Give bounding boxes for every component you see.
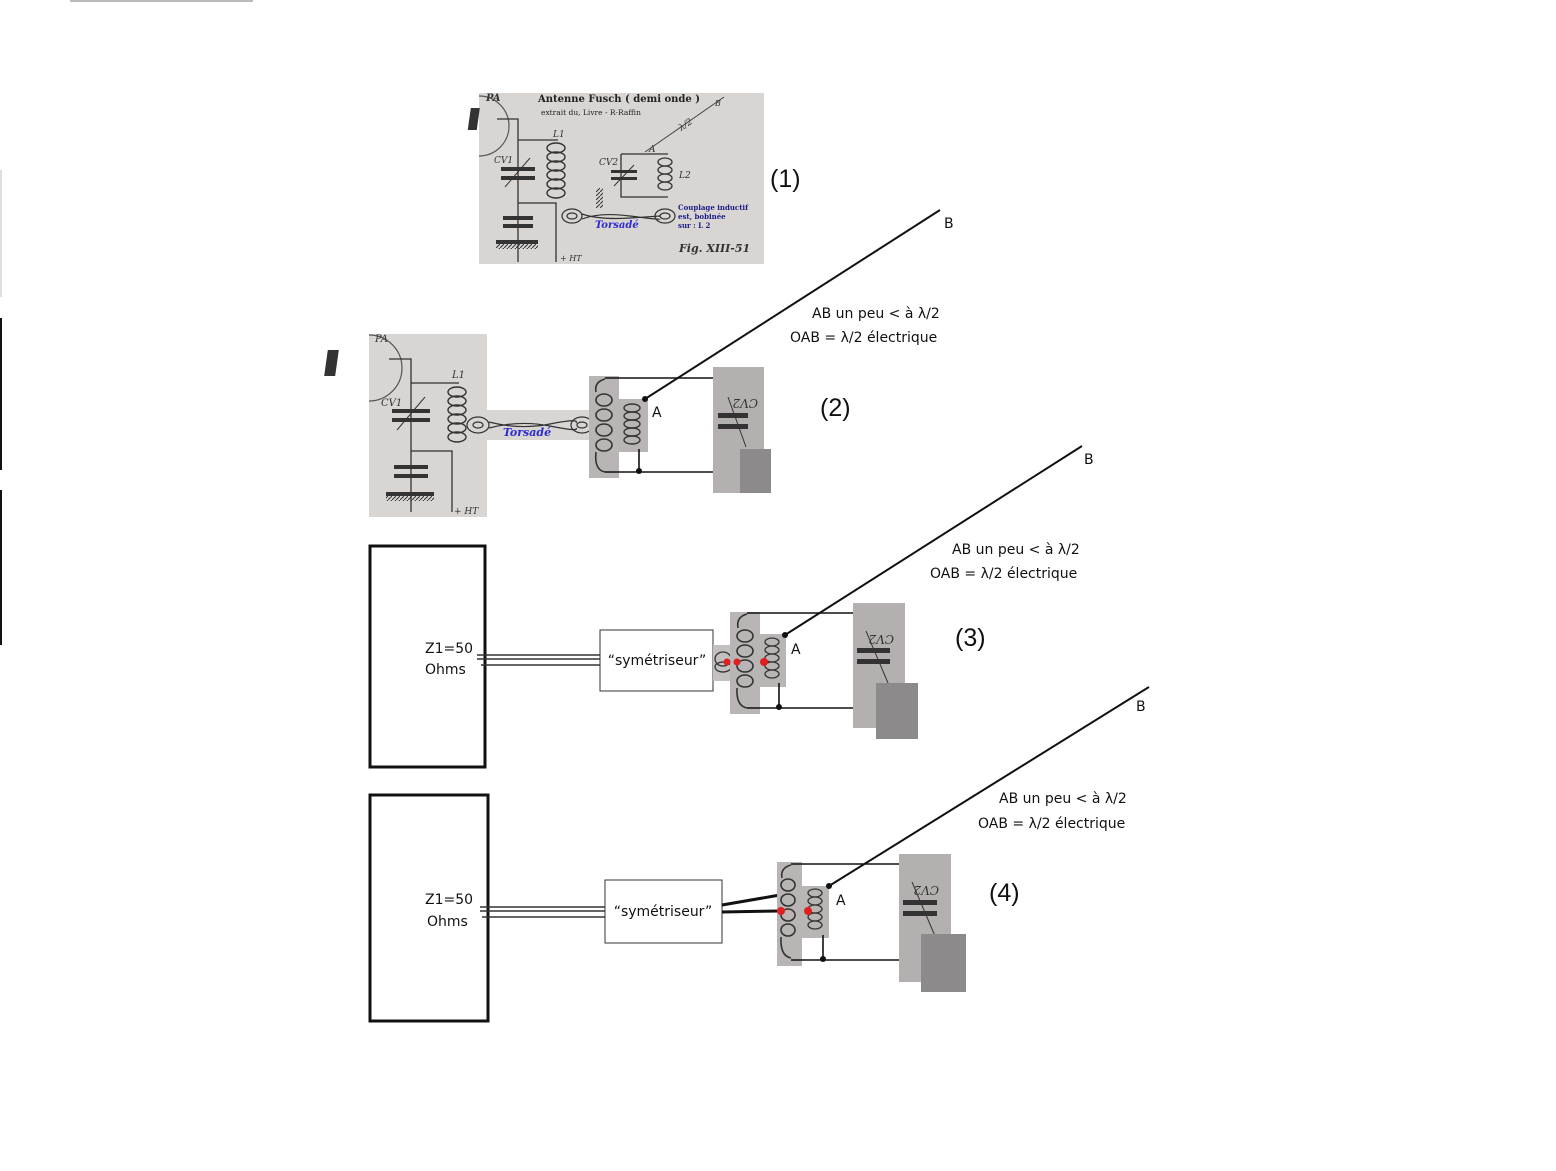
fig4-source-line2: Ohms	[427, 914, 468, 930]
fig3-source-line1: Z1=50	[425, 641, 473, 657]
fig1-coupling-note-2: est, bobinée	[678, 212, 726, 221]
fig4-note-line2: OAB = λ/2 électrique	[978, 816, 1125, 832]
fig3-cv2-label: CV2	[869, 632, 894, 646]
fig3-balun-label: “symétriseur”	[608, 653, 707, 669]
fig1-l1-label: L1	[552, 130, 565, 140]
fig4-source-line1: Z1=50	[425, 892, 473, 908]
fig3-source-box	[368, 544, 487, 769]
fig1-coupling-note-3: sur : L 2	[678, 221, 711, 230]
fig4-number-label: (4)	[989, 879, 1020, 907]
fig4-cv2-label: CV2	[914, 883, 939, 897]
fig1-ht-label: + HT	[560, 254, 582, 263]
figure-1-book-excerpt: PA CV1 L1 + HT Torsadé	[467, 93, 764, 264]
fig1-l2-label: L2	[678, 171, 691, 181]
fig2-note-line2: OAB = λ/2 électrique	[790, 330, 937, 346]
fig4-gray-block	[921, 934, 966, 992]
fig4-point-b: B	[1136, 699, 1146, 715]
fig3-source-line2: Ohms	[425, 662, 466, 678]
fig1-number-label: (1)	[770, 165, 801, 193]
fig2-wires	[389, 358, 459, 512]
fig1-point-b: B	[714, 99, 721, 108]
fig2-paper-left	[369, 334, 487, 517]
fig1-cv1-variable-arrow	[504, 157, 531, 188]
fig2-l1-coil	[447, 386, 467, 443]
fig3-antenna-wire	[784, 445, 1083, 636]
fig3-note-line1: AB un peu < à λ/2	[952, 542, 1080, 558]
fig2-primary-coil	[594, 378, 613, 473]
fig1-figure-ref: Fig. XIII-51	[678, 242, 750, 255]
fig4-cv2-variable-arrow	[911, 881, 936, 937]
fig4-feed-line	[480, 906, 605, 918]
fig3-secondary-coil	[764, 637, 780, 679]
fig2-note-line1: AB un peu < à λ/2	[812, 306, 940, 322]
fig1-tank2-wires	[620, 153, 668, 198]
fig1-chassis-icon	[596, 188, 603, 208]
fig3-note-line2: OAB = λ/2 électrique	[930, 566, 1077, 582]
fig2-l1-label: L1	[451, 370, 465, 381]
figure-3: Z1=50 Ohms “symétriseur” A	[368, 445, 1094, 769]
fig3-feed-line	[477, 654, 600, 666]
fig4-source-box	[368, 793, 490, 1023]
fig1-cv1-label: CV1	[494, 156, 513, 166]
fig3-red-dot-1	[723, 658, 731, 666]
fig2-pa-tube-icon	[368, 334, 403, 402]
fig2-ht-label: + HT	[454, 507, 479, 517]
fig3-red-dot-2	[733, 658, 741, 666]
fig2-point-b: B	[944, 216, 954, 232]
fig1-antenna-wire	[644, 96, 725, 153]
fig3-cv2-variable-arrow	[865, 630, 889, 684]
fig2-cv1-label: CV1	[381, 398, 402, 409]
fig4-antenna-wire	[828, 686, 1150, 887]
fig1-point-a: A	[648, 145, 656, 155]
fig3-balun-box	[599, 629, 714, 692]
fig1-subtitle: extrait du, Livre - R-Raffin	[541, 108, 641, 117]
fig1-cv2-variable-arrow	[613, 164, 635, 187]
fig1-pa-label: PA	[485, 93, 501, 104]
fig3-point-a: A	[791, 642, 801, 658]
fig2-ground-icon	[386, 492, 434, 496]
fig4-balun-output-2	[721, 909, 781, 914]
figure-2: PA CV1 L1 + HT Torsadé	[324, 209, 954, 517]
fig2-twisted-link	[466, 416, 594, 434]
fig1-title: Antenne Fusch ( demi onde )	[537, 94, 700, 105]
fig3-gray-block	[876, 683, 918, 739]
fig4-point-a: A	[836, 893, 846, 909]
fig1-ground-icon	[496, 240, 538, 244]
fig1-pa-anode-icon	[467, 108, 480, 130]
fig1-cv2-label: CV2	[599, 158, 618, 168]
fig2-number-label: (2)	[820, 394, 851, 422]
figure-4: Z1=50 Ohms “symétriseur” A CV2	[368, 686, 1150, 1023]
fig1-twisted-link	[561, 208, 676, 224]
fig2-twisted-label: Torsadé	[503, 426, 551, 439]
fig4-balun-label: “symétriseur”	[614, 904, 713, 920]
fig4-red-dot-2	[804, 907, 812, 915]
fig2-primary-coil-patch	[589, 376, 619, 478]
fig1-wire-tank	[518, 139, 558, 262]
fig1-l1-coil	[546, 142, 566, 199]
fig3-number-label: (3)	[955, 624, 986, 652]
fig1-twisted-label: Torsadé	[595, 220, 639, 231]
fig2-pa-anode-icon	[324, 350, 339, 376]
fig2-pa-label: PA	[374, 334, 388, 345]
fig1-wire-main	[497, 118, 519, 262]
fig2-point-a: A	[652, 405, 662, 421]
fig2-gray-block	[740, 449, 771, 493]
fig2-cv2-label: CV2	[733, 396, 758, 410]
fig1-coupling-note-1: Couplage inductif	[678, 203, 749, 212]
fig4-red-dot-1	[777, 907, 785, 915]
fig4-balun-box	[604, 879, 723, 944]
fig1-pa-tube-icon	[478, 95, 510, 157]
fig4-balun-output-1	[721, 893, 781, 907]
fig1-l2-coil	[657, 157, 673, 191]
fig2-cv2-variable-arrow	[727, 396, 747, 448]
fig2-antenna-wire	[644, 209, 941, 400]
fig4-note-line1: AB un peu < à λ/2	[999, 791, 1127, 807]
fig2-cv1-variable-arrow	[396, 396, 426, 431]
fig3-red-dot-3	[760, 658, 768, 666]
fig3-primary-coil	[736, 613, 754, 709]
fig3-point-b: B	[1084, 452, 1094, 468]
fig2-secondary-coil	[623, 403, 641, 445]
